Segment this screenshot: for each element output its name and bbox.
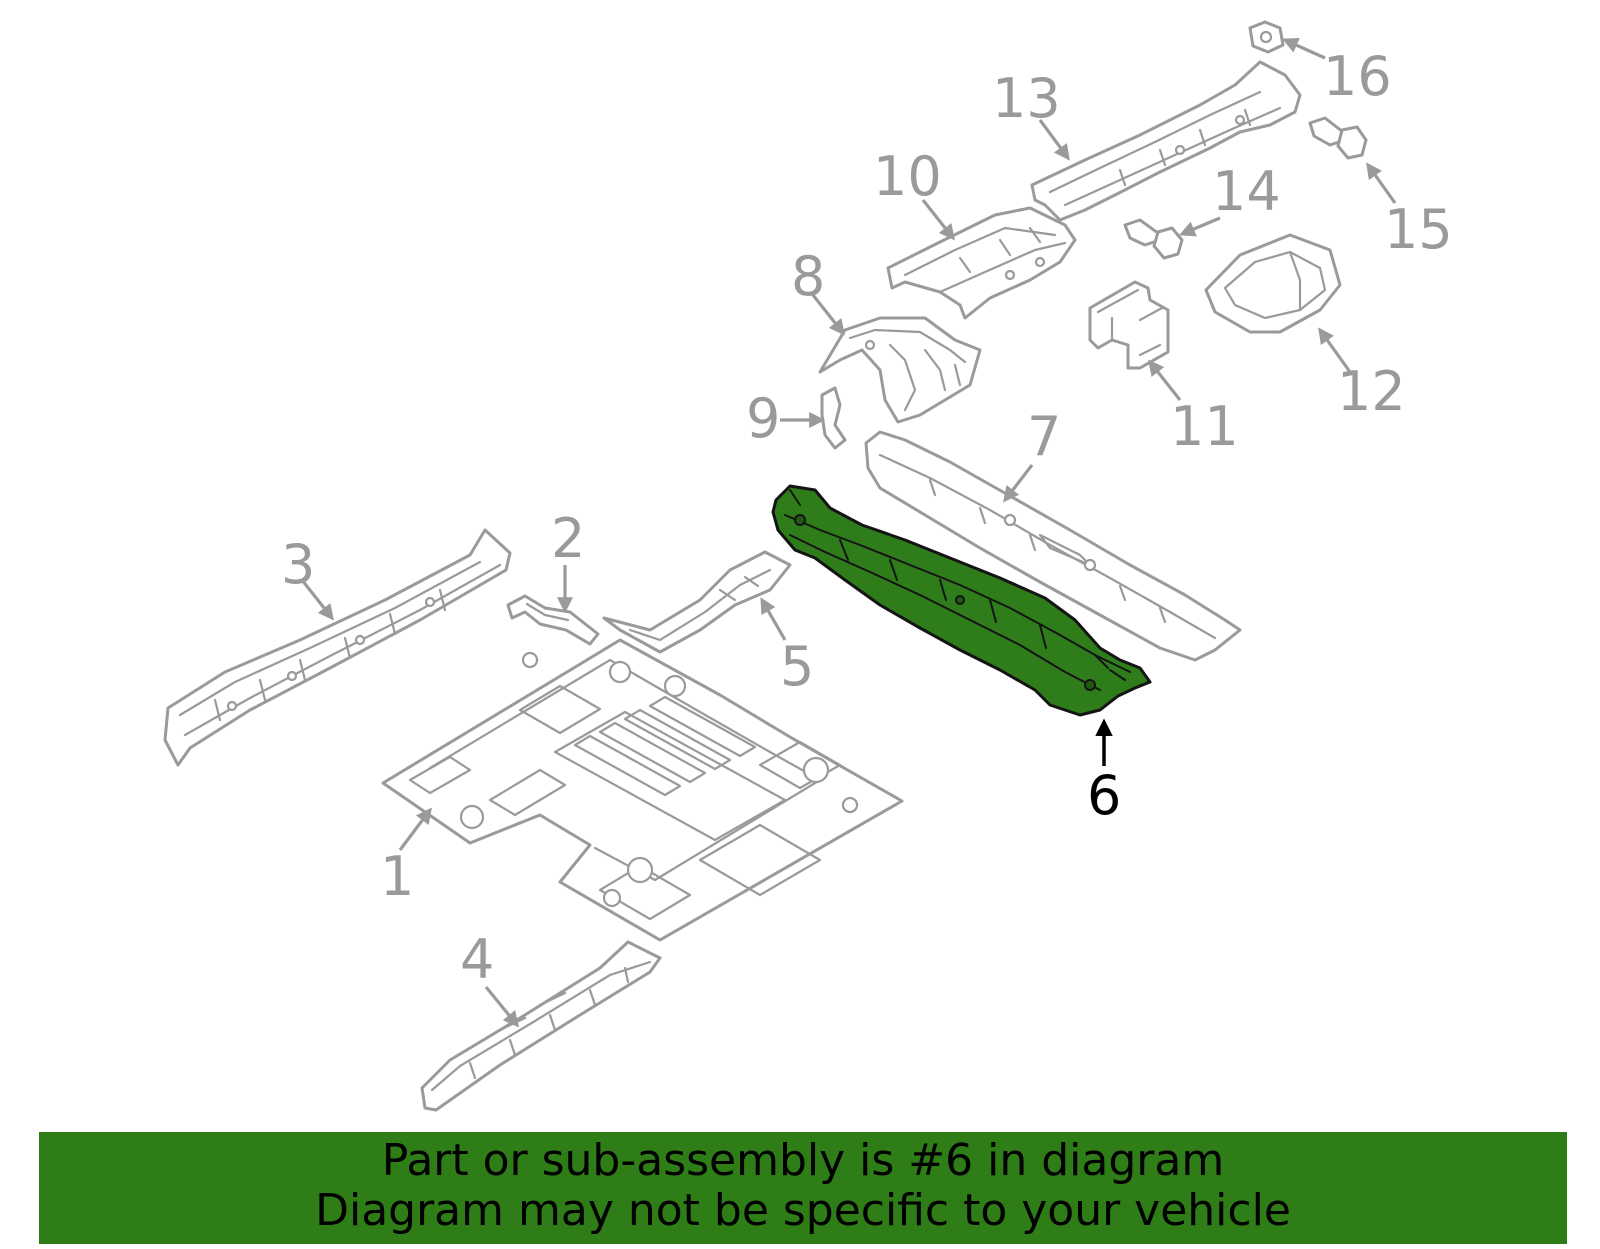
part-14-bolt[interactable]: [1123, 218, 1184, 260]
callout-1: 1: [380, 845, 414, 908]
part-3-side-rail[interactable]: [163, 528, 512, 767]
part-4-sill[interactable]: [420, 940, 662, 1112]
part-9-clip[interactable]: [820, 386, 847, 450]
callout-3: 3: [281, 533, 315, 596]
part-11-clip[interactable]: [1088, 280, 1170, 370]
callout-10: 10: [873, 145, 942, 208]
callout-11: 11: [1170, 395, 1239, 458]
banner-line-2: Diagram may not be specific to your vehi…: [315, 1185, 1291, 1236]
callouts: 1 2 3 4 5 6 7 8 9 10 11 12 13 14 15 16: [281, 45, 1453, 991]
part-5-support[interactable]: [602, 550, 792, 654]
callout-8: 8: [791, 245, 825, 308]
callout-12: 12: [1337, 360, 1406, 423]
part-1-floor-pan[interactable]: [381, 638, 904, 942]
part-6-crossmember[interactable]: [771, 484, 1152, 717]
part-16-nut[interactable]: [1248, 20, 1285, 54]
callout-9: 9: [746, 387, 780, 450]
leader-lines: [300, 37, 1397, 1028]
part-15-bolt[interactable]: [1308, 116, 1368, 160]
part-7-rail[interactable]: [864, 430, 1242, 662]
callout-15: 15: [1384, 198, 1453, 261]
callout-6: 6: [1087, 764, 1121, 827]
info-banner: Part or sub-assembly is #6 in diagram Di…: [39, 1132, 1567, 1244]
part-12-cover[interactable]: [1204, 233, 1342, 334]
part-8-bracket[interactable]: [818, 316, 982, 424]
part-10-panel[interactable]: [886, 206, 1077, 320]
part-2-bracket[interactable]: [506, 594, 600, 646]
banner-line-1: Part or sub-assembly is #6 in diagram: [381, 1135, 1225, 1186]
callout-7: 7: [1027, 405, 1061, 468]
callout-14: 14: [1212, 160, 1281, 223]
callout-4: 4: [460, 928, 494, 991]
callout-2: 2: [551, 507, 585, 570]
callout-5: 5: [780, 635, 814, 698]
callout-13: 13: [992, 67, 1061, 130]
callout-16: 16: [1323, 45, 1392, 108]
part-13-crossmember[interactable]: [1030, 60, 1302, 222]
